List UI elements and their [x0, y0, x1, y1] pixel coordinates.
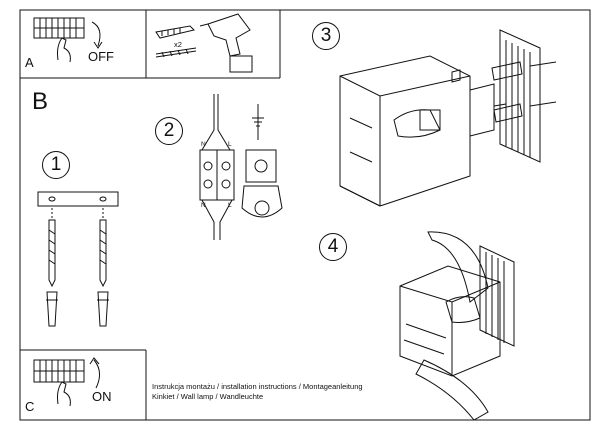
step-a-label: A — [25, 55, 34, 70]
step-4-number: 4 — [319, 233, 347, 261]
terminal-l-top: L — [228, 141, 232, 148]
step-2-number: 2 — [155, 117, 183, 145]
footer-title: Instrukcja montażu / installation instru… — [152, 382, 363, 391]
terminal-l-bottom: L — [228, 202, 232, 209]
step-c-label: C — [25, 399, 35, 414]
screw-quantity: x2 — [174, 40, 182, 49]
terminal-n-top: N — [201, 141, 206, 148]
footer-subtitle: Kinkiet / Wall lamp / Wandleuchte — [152, 392, 264, 401]
sheet-border — [19, 9, 591, 421]
wiring-illustration — [199, 94, 283, 240]
mounting-hardware-illustration — [37, 191, 119, 327]
breaker-off-illustration — [33, 17, 103, 63]
breaker-on-illustration — [33, 357, 100, 407]
off-label: OFF — [88, 49, 114, 64]
step-3-number: 3 — [312, 22, 340, 50]
lamp-assembled-illustration — [399, 231, 515, 421]
tools-illustration — [155, 13, 253, 73]
lamp-exploded-illustration — [339, 29, 557, 207]
step-b-label: B — [32, 88, 49, 115]
terminal-n-bottom: N — [201, 202, 206, 209]
on-label: ON — [92, 389, 112, 404]
step-1-number: 1 — [42, 151, 70, 179]
